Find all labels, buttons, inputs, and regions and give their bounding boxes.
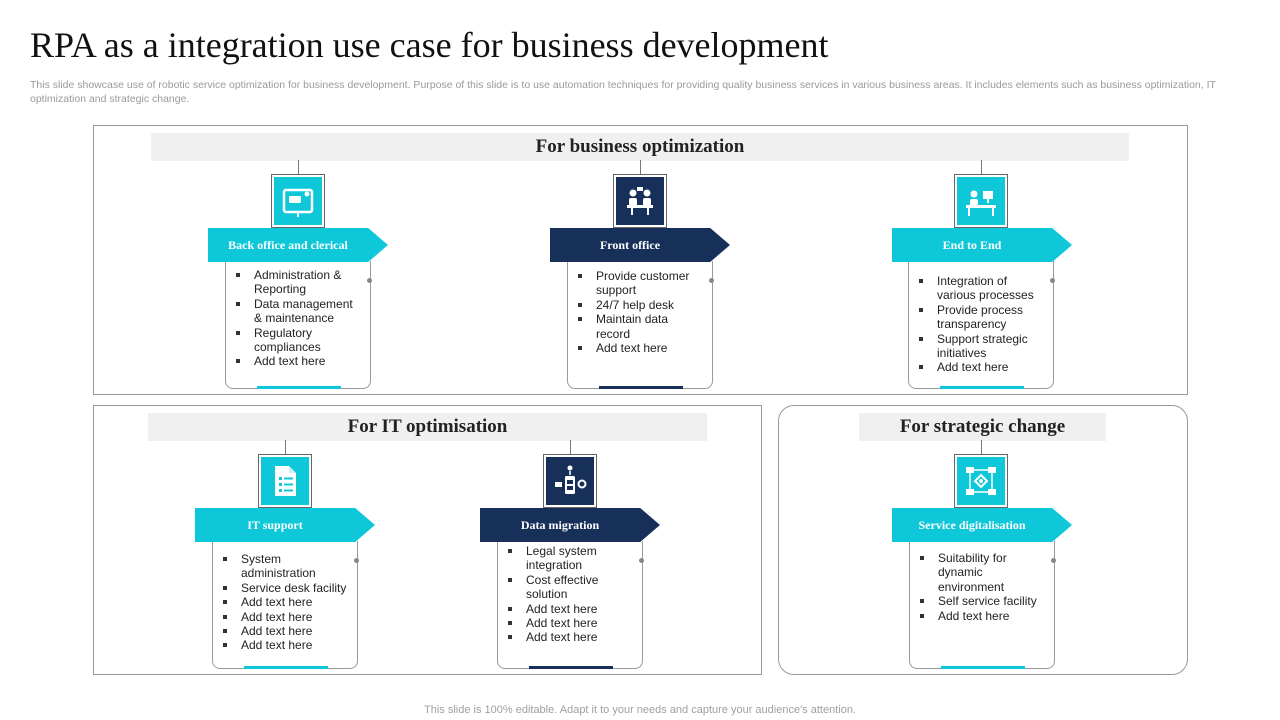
document-checklist-icon — [258, 454, 312, 508]
it-optimisation-heading: For IT optimisation — [148, 413, 707, 441]
workstation-icon — [954, 174, 1008, 228]
list-item: Provide process transparency — [916, 303, 1046, 332]
front-office-label: Front office — [550, 228, 730, 262]
page-title: RPA as a integration use case for busine… — [30, 25, 829, 65]
list-item: Add text here — [505, 616, 638, 630]
data-migration-label: Data migration — [480, 508, 660, 542]
list-item: Add text here — [505, 630, 638, 644]
list-item: Suitability for dynamic environment — [917, 551, 1050, 594]
list-item: Data management & maintenance — [233, 297, 363, 326]
page-subtitle: This slide showcase use of robotic servi… — [30, 79, 1216, 105]
list-item: Add text here — [505, 602, 638, 616]
card-end-to-end — [908, 261, 1055, 389]
list-item: Add text here — [917, 609, 1050, 623]
it-optimisation-panel — [93, 405, 762, 675]
strategic-change-heading: For strategic change — [859, 413, 1106, 441]
data-transfer-icon — [543, 454, 597, 508]
list-item: Maintain data record — [575, 312, 705, 341]
meeting-people-icon — [613, 174, 667, 228]
list-item: Regulatory compliances — [233, 326, 363, 355]
list-item: Self service facility — [917, 594, 1050, 608]
front-office-list: Provide customer support 24/7 help desk … — [575, 269, 705, 355]
card-front-office — [567, 261, 714, 389]
workflow-icon — [954, 454, 1008, 508]
service-digitalisation-list: Suitability for dynamic environment Self… — [917, 551, 1050, 623]
list-item: Add text here — [575, 341, 705, 355]
end-to-end-label: End to End — [892, 228, 1072, 262]
service-digitalisation-label: Service digitalisation — [892, 508, 1072, 542]
card-service-digitalisation — [909, 541, 1056, 669]
list-item: Cost effective solution — [505, 573, 638, 602]
it-support-label: IT support — [195, 508, 375, 542]
list-item: Add text here — [220, 638, 353, 652]
list-item: Add text here — [220, 624, 353, 638]
list-item: Support strategic initiatives — [916, 332, 1046, 361]
footer-note: This slide is 100% editable. Adapt it to… — [424, 704, 856, 716]
list-item: Add text here — [220, 610, 353, 624]
end-to-end-list: Integration of various processes Provide… — [916, 274, 1046, 375]
back-office-label: Back office and clerical — [208, 228, 388, 262]
card-data-migration — [497, 541, 644, 669]
back-office-list: Administration & Reporting Data manageme… — [233, 268, 363, 369]
list-item: Add text here — [233, 354, 363, 368]
card-back-office — [225, 261, 372, 389]
card-it-support — [212, 541, 359, 669]
data-migration-list: Legal system integration Cost effective … — [505, 544, 638, 645]
office-desk-icon — [271, 174, 325, 228]
list-item: 24/7 help desk — [575, 298, 705, 312]
strategic-change-panel — [778, 405, 1188, 675]
list-item: Add text here — [220, 595, 353, 609]
list-item: Administration & Reporting — [233, 268, 363, 297]
list-item: Add text here — [916, 360, 1046, 374]
list-item: Integration of various processes — [916, 274, 1046, 303]
list-item: Legal system integration — [505, 544, 638, 573]
business-optimization-panel — [93, 125, 1188, 395]
list-item: Service desk facility — [220, 581, 353, 595]
list-item: System administration — [220, 552, 353, 581]
business-optimization-heading: For business optimization — [151, 133, 1129, 161]
list-item: Provide customer support — [575, 269, 705, 298]
it-support-list: System administration Service desk facil… — [220, 552, 353, 653]
